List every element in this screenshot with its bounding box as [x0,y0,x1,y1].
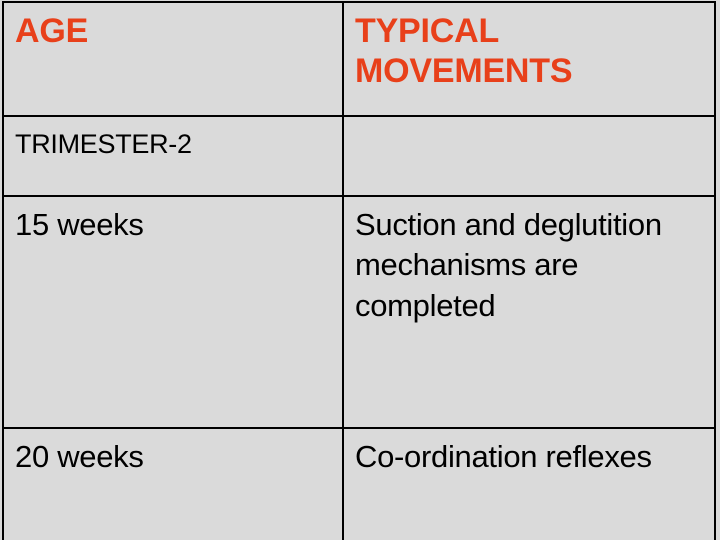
cell-movements: Co-ordination reflexes [342,427,716,540]
age-value: 20 weeks [15,439,144,474]
movements-value: Co-ordination reflexes [355,439,652,474]
section-label-trimester: TRIMESTER-2 [15,129,192,159]
table-header-row: AGE TYPICAL MOVEMENTS [2,1,716,117]
table-section-row: TRIMESTER-2 [2,115,716,197]
age-value: 15 weeks [15,207,144,242]
header-cell-movements: TYPICAL MOVEMENTS [342,1,716,117]
section-movements-empty [355,123,704,124]
column-header-age: AGE [15,12,89,50]
table-row: 15 weeks Suction and deglutition mechani… [2,195,716,429]
cell-age: 15 weeks [2,195,344,429]
cell-movements: Suction and deglutition mechanisms are c… [342,195,716,429]
movements-value: Suction and deglutition mechanisms are c… [355,207,662,323]
header-cell-age: AGE [2,1,344,117]
cell-age: 20 weeks [2,427,344,540]
table-row: 20 weeks Co-ordination reflexes [2,427,716,540]
column-header-movements: TYPICAL MOVEMENTS [355,12,573,91]
section-cell-movements [342,115,716,197]
section-cell-label: TRIMESTER-2 [2,115,344,197]
